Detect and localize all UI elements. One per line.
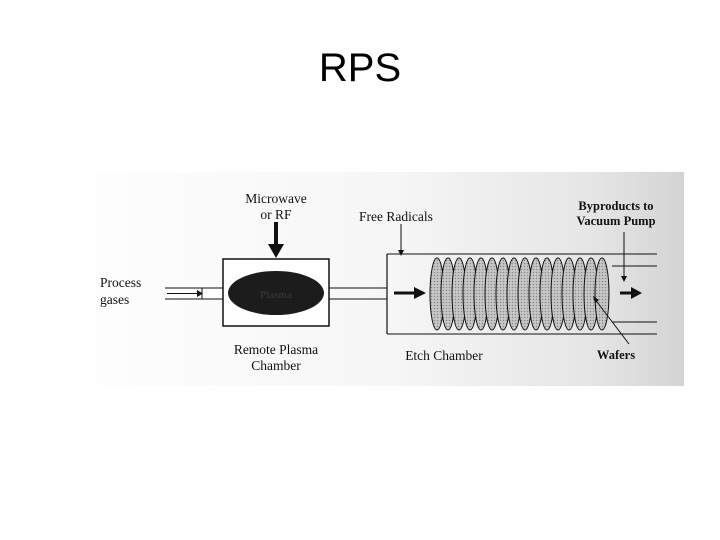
radicals-flow-arrow bbox=[394, 287, 426, 299]
byproducts-label-line1: Byproducts to bbox=[578, 199, 653, 213]
plasma-ellipse bbox=[228, 271, 324, 315]
slide-title: RPS bbox=[318, 46, 402, 90]
gas-inlet-pipe bbox=[165, 287, 224, 300]
free-radicals-label: Free Radicals bbox=[359, 209, 433, 224]
rps-diagram-svg: Plasma bbox=[37, 172, 684, 386]
connecting-pipe bbox=[329, 287, 387, 300]
rps-diagram: Plasma bbox=[37, 172, 684, 386]
microwave-label-line2: or RF bbox=[260, 207, 292, 222]
byproducts-label-line2: Vacuum Pump bbox=[576, 214, 655, 228]
microwave-label-line1: Microwave bbox=[245, 191, 306, 206]
wafers-stack bbox=[429, 257, 610, 331]
microwave-arrow bbox=[268, 222, 284, 258]
remote-plasma-label-line1: Remote Plasma bbox=[234, 342, 318, 357]
etch-chamber-label: Etch Chamber bbox=[405, 348, 483, 363]
wafers-label: Wafers bbox=[597, 348, 635, 362]
exit-arrow bbox=[620, 287, 642, 299]
wafers-pointer bbox=[593, 296, 630, 345]
process-gases-label-line2: gases bbox=[100, 292, 129, 307]
free-radicals-pointer bbox=[398, 224, 404, 256]
plasma-label: Plasma bbox=[260, 289, 292, 301]
remote-plasma-label-line2: Chamber bbox=[251, 358, 301, 373]
byproducts-pointer bbox=[621, 232, 627, 282]
etch-chamber-tube bbox=[386, 253, 657, 335]
process-gases-label-line1: Process bbox=[100, 275, 141, 290]
